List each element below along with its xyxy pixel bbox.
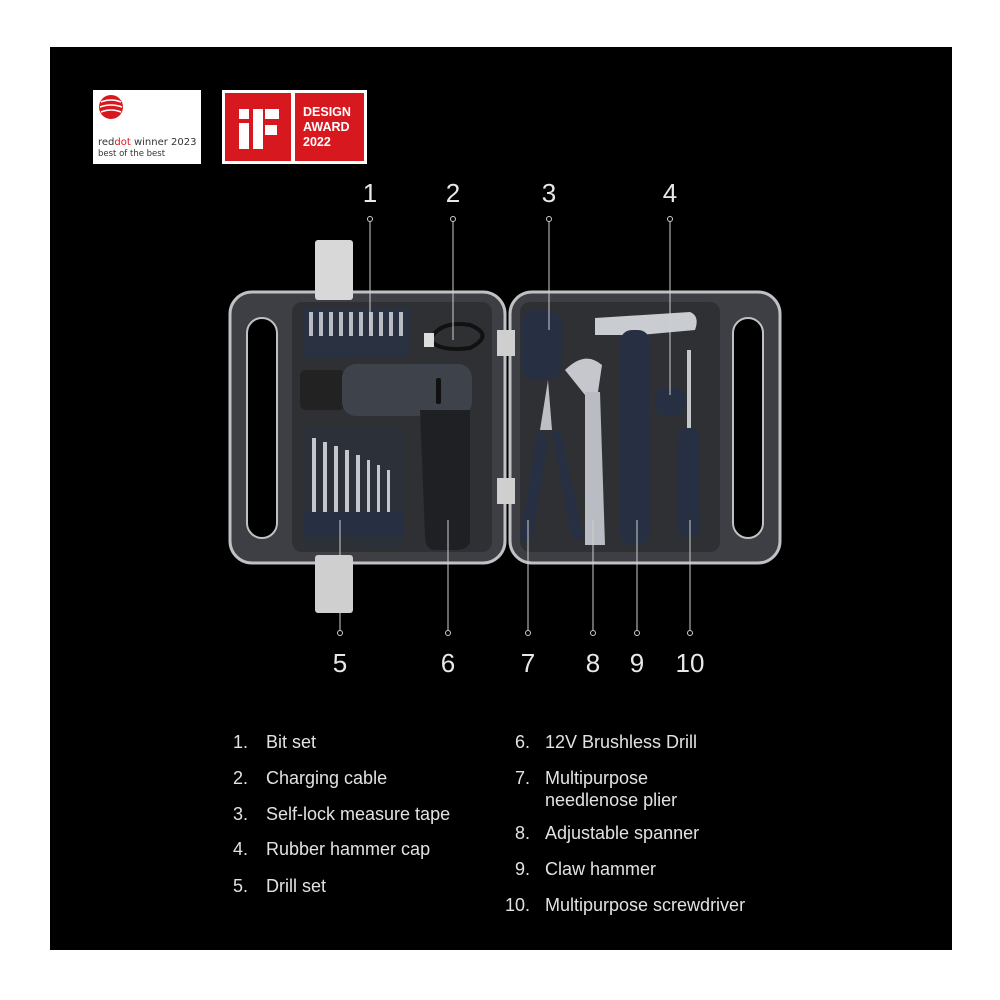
brushless-drill (300, 364, 472, 550)
adjustable-spanner (565, 358, 605, 545)
if-award-text: DESIGN AWARD 2022 (295, 93, 364, 161)
bit-set (303, 308, 409, 358)
case-left-handle (246, 317, 278, 539)
if-logo-icon (239, 109, 279, 149)
callout-9: 9 (629, 648, 645, 678)
screwdriver (678, 350, 700, 538)
if-line1: DESIGN (303, 105, 351, 119)
if-logo (225, 93, 291, 161)
callout-7: 7 (520, 648, 536, 678)
callout-5: 5 (332, 648, 348, 678)
latch-bottom (315, 555, 353, 613)
if-design-award-badge: DESIGN AWARD 2022 (222, 90, 367, 164)
callout-2: 2 (445, 178, 461, 208)
callout-lines (337, 216, 693, 636)
drill-set (303, 428, 403, 548)
callout-4: 4 (662, 178, 678, 208)
case-right-handle (732, 317, 764, 539)
callout-10: 10 (675, 648, 705, 678)
rubber-hammer-cap (655, 388, 685, 416)
callout-8: 8 (585, 648, 601, 678)
reddot-line2: best of the best (98, 149, 166, 159)
reddot-logo-icon (99, 95, 123, 119)
if-line3: 2022 (303, 135, 331, 149)
latch-top (315, 240, 353, 300)
callout-1: 1 (362, 178, 378, 208)
hinge-top (497, 330, 515, 356)
reddot-line1: reddot winner 2023 (98, 137, 197, 148)
reddot-award-badge: reddot winner 2023 best of the best (93, 90, 201, 164)
callout-3: 3 (541, 178, 557, 208)
if-line2: AWARD (303, 120, 350, 134)
claw-hammer (595, 312, 697, 545)
charging-cable (428, 322, 485, 351)
hinge-bottom (497, 478, 515, 504)
needlenose-plier (520, 380, 584, 542)
callout-6: 6 (440, 648, 456, 678)
measure-tape (522, 310, 562, 380)
